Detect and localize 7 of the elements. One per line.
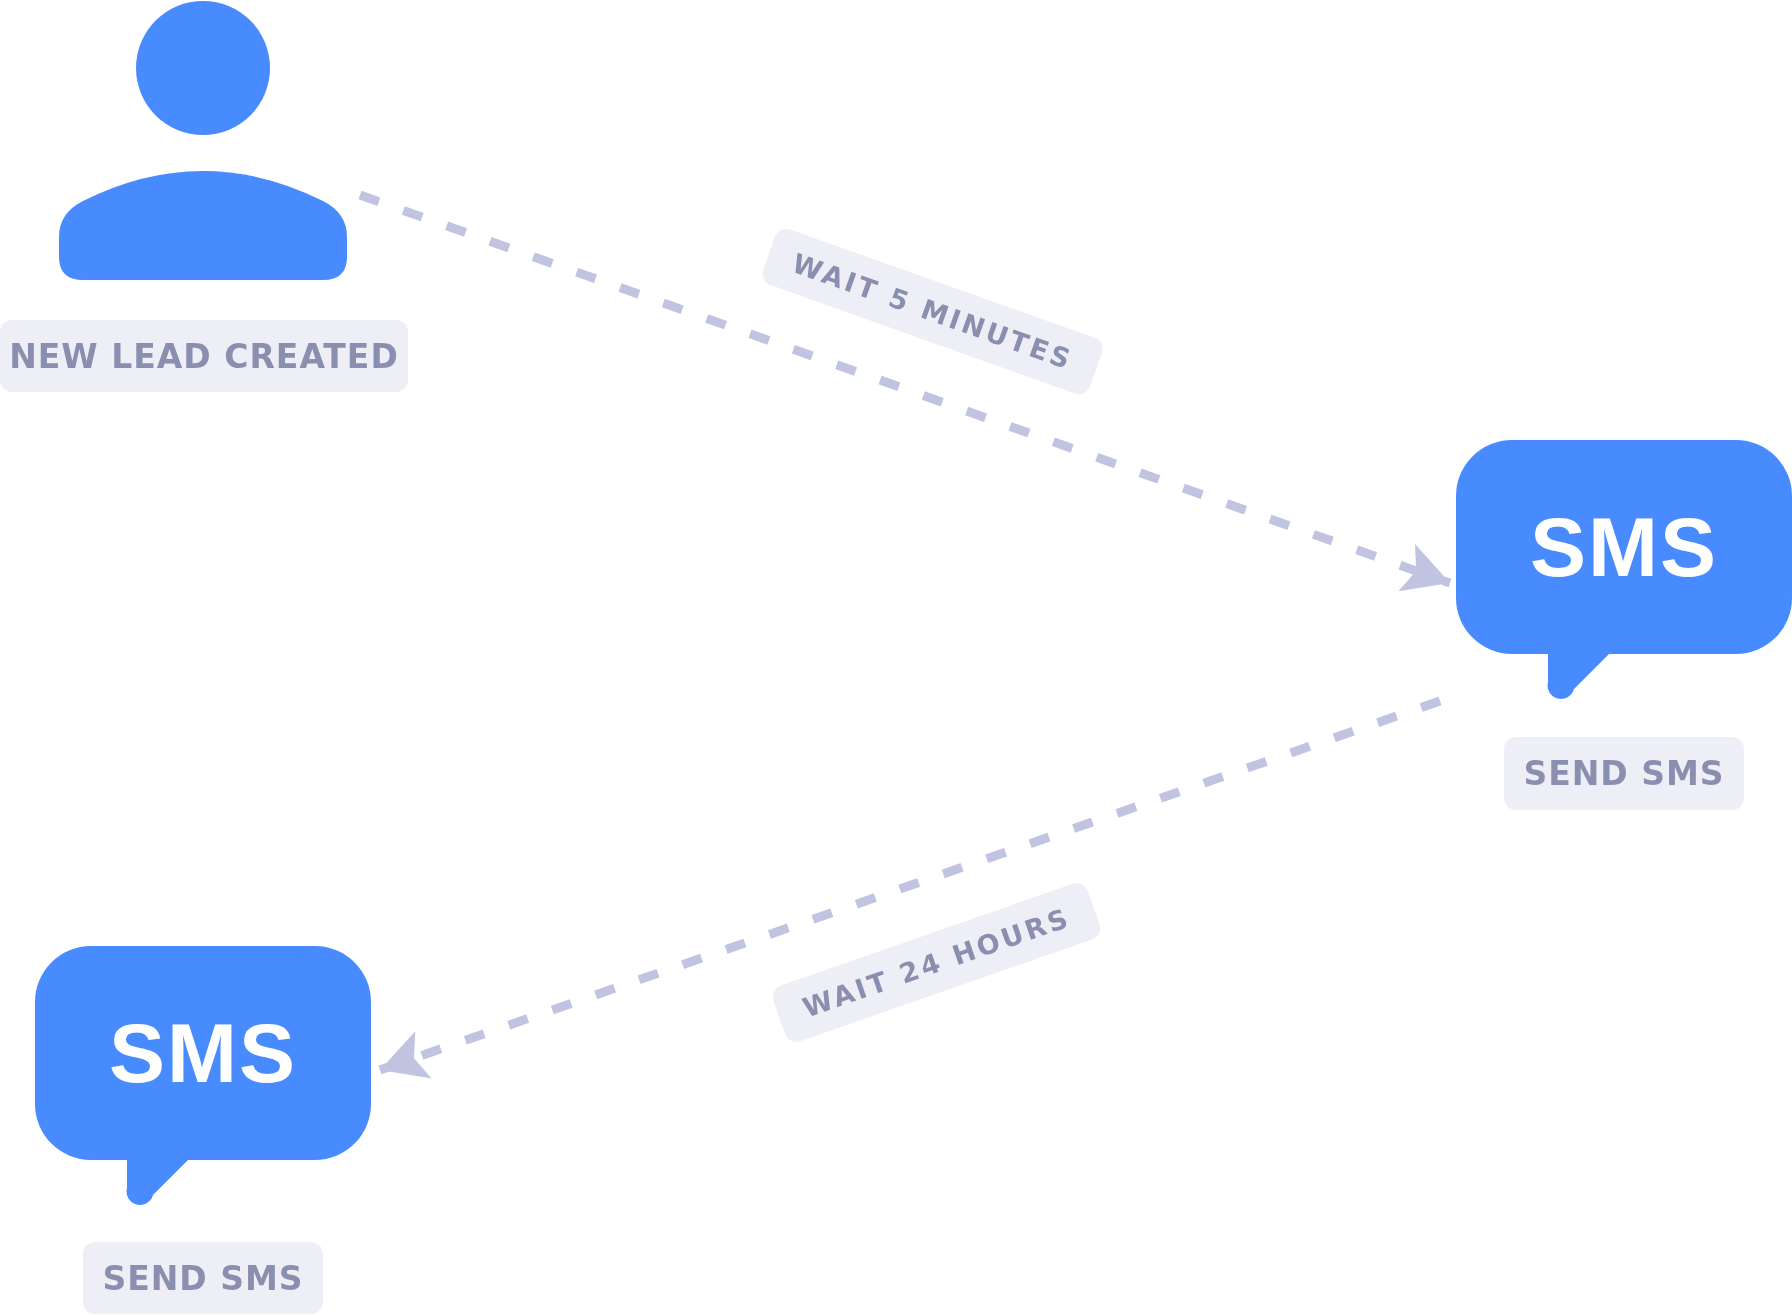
bubble-text: SMS [108,1008,298,1098]
bubble-text: SMS [1529,502,1719,592]
dashed-arrow [378,696,1442,1079]
node-caption: SEND SMS [83,1242,323,1314]
dashed-arrow [358,190,1452,592]
node-caption: NEW LEAD CREATED [0,320,408,392]
node-caption: SEND SMS [1504,737,1744,810]
